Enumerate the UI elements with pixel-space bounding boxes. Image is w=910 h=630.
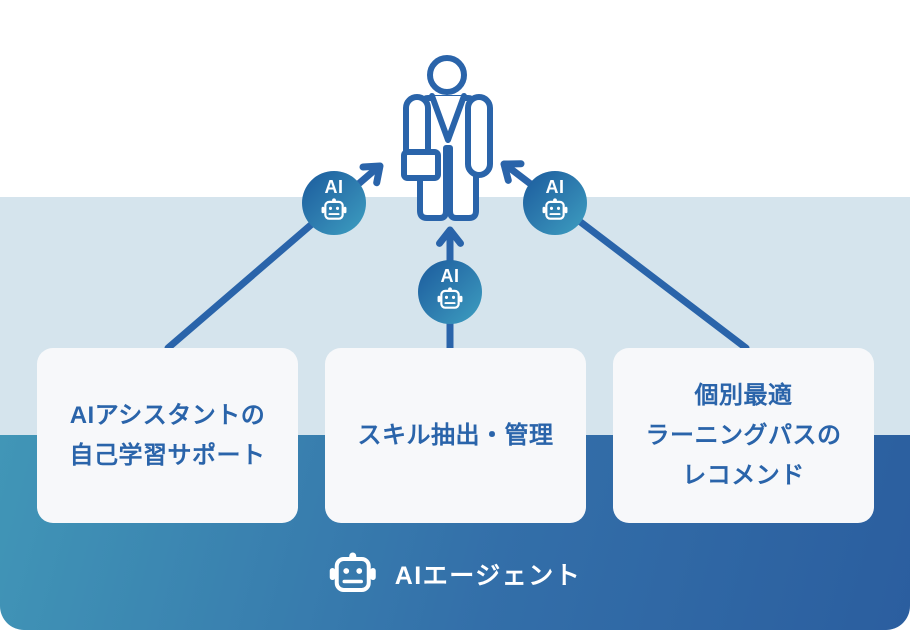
arrowhead-center [436,226,464,247]
arrowhead-left [359,162,384,187]
robot-face-icon [437,287,463,311]
ai-agent-label-text: AIエージェント [394,562,582,590]
ai-badge-center: AI [418,260,482,324]
ai-badge-left: AI [302,171,366,235]
card-skill-management: スキル抽出・管理 [325,348,586,523]
card-ai-assistant-support: AIアシスタントの 自己学習サポート [37,348,298,523]
robot-face-icon [542,198,568,222]
arrowhead-right [500,160,525,184]
ai-badge-label: AI [545,177,565,197]
robot-face-icon [329,552,377,596]
card-text-line: 自己学習サポート [69,441,266,469]
card-learning-path-recommend: 個別最適 ラーニングパスの レコメンド [613,348,874,523]
ai-badge-label: AI [324,177,344,197]
business-person-icon [401,55,493,221]
ai-badge-right: AI [523,171,587,235]
card-text-line: ラーニングパスの [645,421,842,449]
ai-agent-footer-label: AIエージェント [329,552,582,596]
ai-badge-label: AI [440,266,460,286]
card-text-line: スキル抽出・管理 [357,421,554,449]
robot-face-icon [321,198,347,222]
card-text-line: AIアシスタントの [69,401,266,429]
card-text-line: 個別最適 [694,381,793,409]
card-text-line: レコメンド [682,461,805,489]
